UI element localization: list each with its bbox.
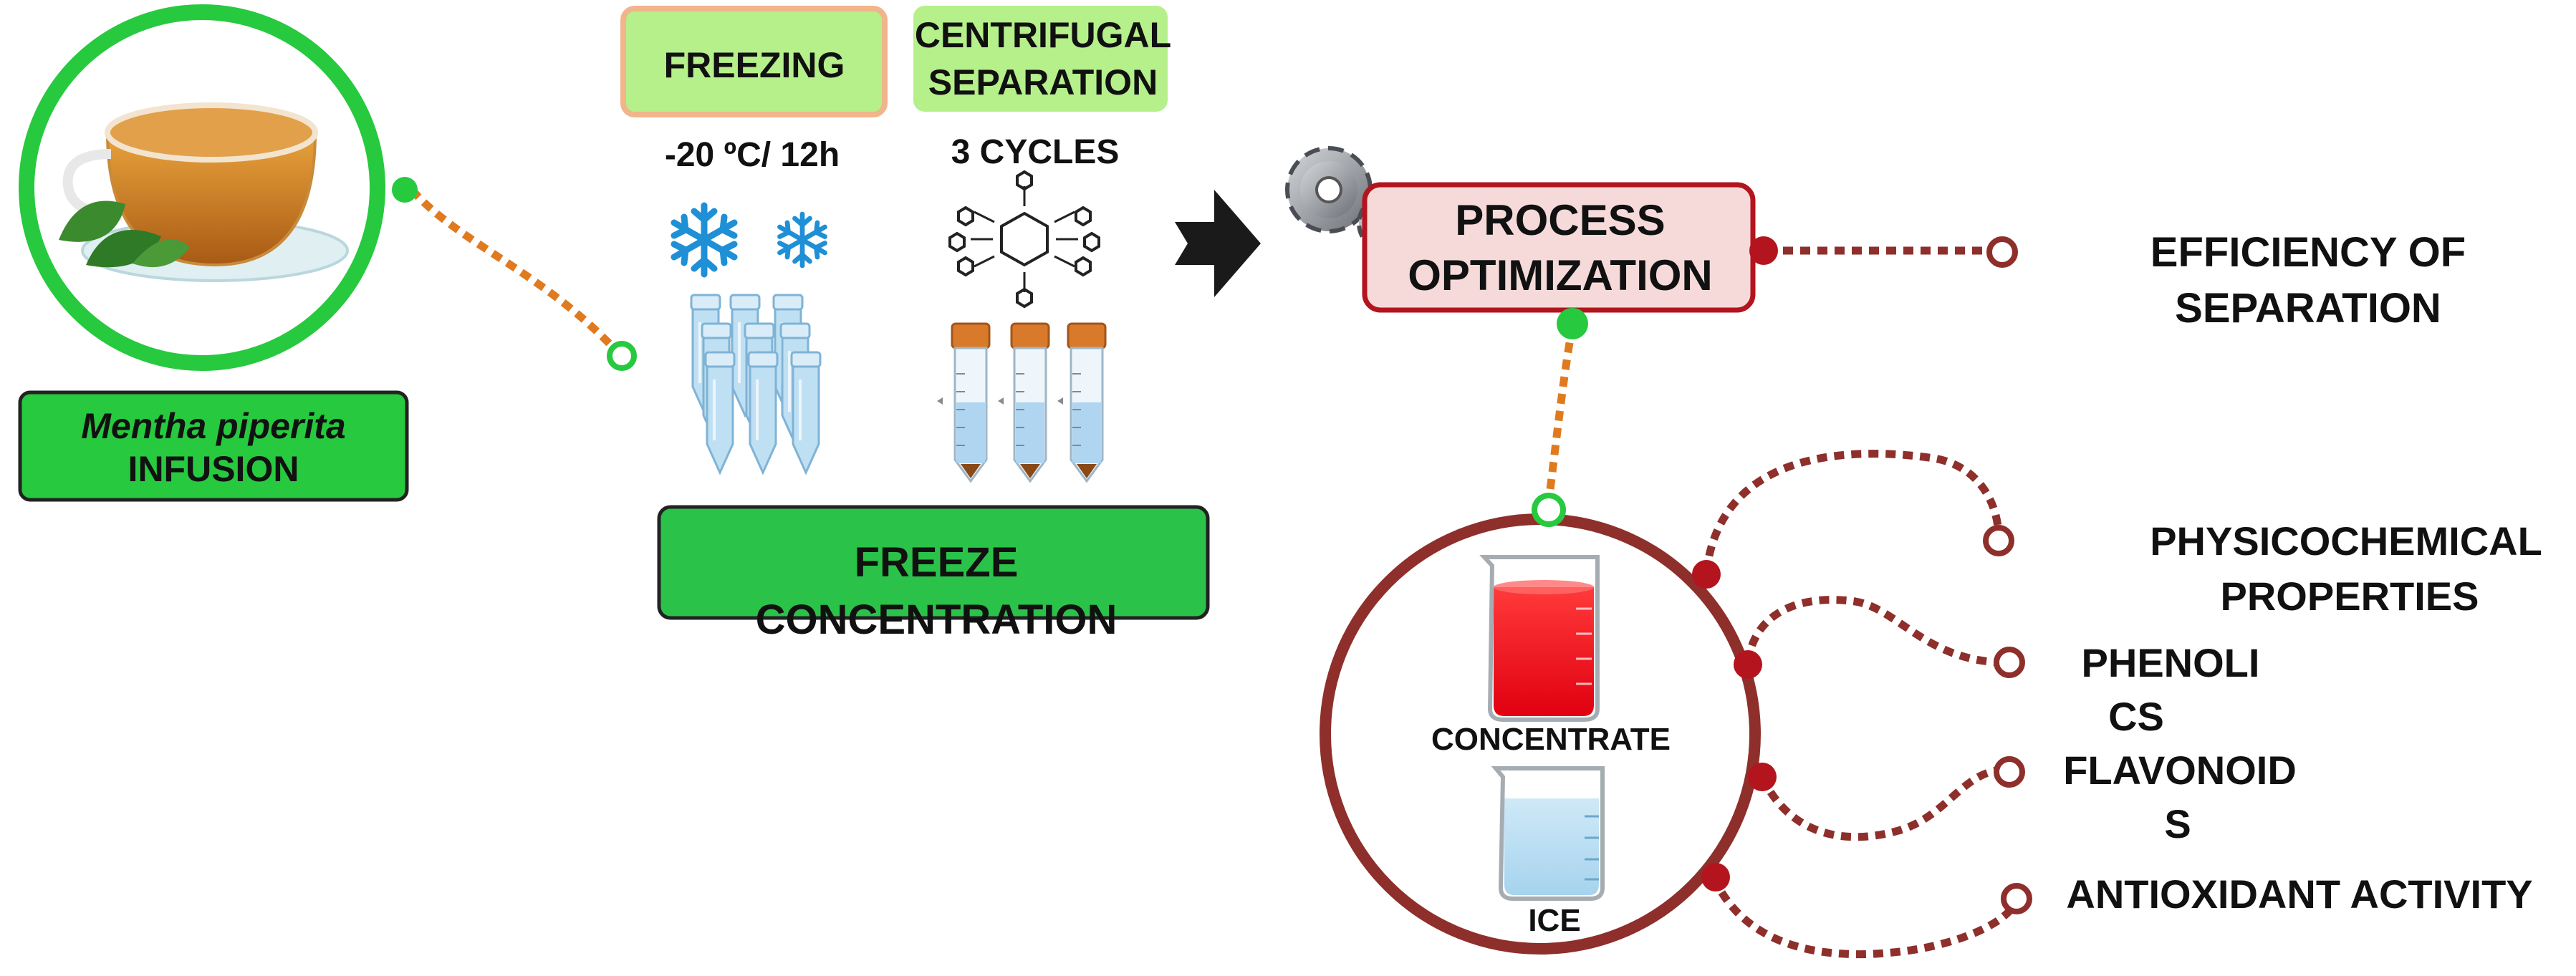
source-infusion-label: INFUSION: [128, 449, 299, 489]
ring-dot-phenolics: [1734, 650, 1762, 679]
efficiency-line2: SEPARATION: [2175, 285, 2441, 332]
centrifugal-box: [913, 6, 1168, 112]
source-species-label: Mentha piperita: [81, 406, 345, 446]
connector-phenolics: [1744, 596, 2007, 667]
flavonoids-line1: FLAVONOID: [2063, 748, 2297, 793]
optimization-line1: PROCESS: [1455, 196, 1665, 244]
connector-antioxidant: [1709, 875, 2021, 959]
connector-optimization-to-products: [1543, 325, 1577, 513]
ring-dot-antioxidant: [1701, 863, 1730, 892]
products-top-dot: [1532, 493, 1566, 527]
optimization-line2: OPTIMIZATION: [1408, 251, 1713, 299]
centrifuge-tube-icon: [937, 322, 1107, 483]
tea-cup-icon: [59, 102, 349, 282]
centrifugal-label-line2: SEPARATION: [928, 62, 1158, 102]
process-name-line1: FREEZE: [855, 539, 1019, 586]
end-ring-antioxidant: [2001, 883, 2032, 914]
centrifugal-condition: 3 CYCLES: [951, 133, 1120, 171]
concentrate-label: CONCENTRATE: [1431, 722, 1671, 757]
flavonoids-line2: S: [2164, 801, 2191, 846]
end-ring-flavonoids: [1994, 756, 2025, 788]
process-name-line2: CONCENTRATION: [756, 596, 1118, 643]
connector-flavonoids: [1759, 765, 2007, 841]
source-label-box: [18, 390, 409, 502]
ring-dot-physico: [1692, 560, 1721, 589]
centrifuge-icon: [948, 170, 1100, 309]
snowflake-icon: [674, 206, 734, 274]
optimization-bottom-dot: [1557, 308, 1588, 339]
snowflake-icon: [780, 214, 825, 266]
beaker-blue-icon: [1491, 766, 1605, 901]
beaker-red-icon: [1479, 555, 1600, 722]
arrow-right-icon: [1175, 190, 1261, 297]
efficiency-line1: EFFICIENCY OF: [2150, 229, 2466, 276]
freezing-label: FREEZING: [664, 45, 845, 85]
connector-source-to-process: [408, 187, 623, 357]
source-node-dot: [392, 177, 418, 203]
physico-line1: PHYSICOCHEMICAL: [2150, 518, 2542, 564]
end-ring-phenolics: [1994, 647, 2025, 678]
optimization-out-dot: [1749, 236, 1778, 265]
centrifugal-label-line1: CENTRIFUGAL: [915, 15, 1171, 55]
ring-dot-flavonoids: [1748, 763, 1777, 791]
end-ring-source: [607, 341, 637, 371]
freezing-condition: -20 ºC/ 12h: [665, 136, 840, 174]
connector-physico: [1702, 450, 2003, 574]
freezing-box: [620, 6, 888, 117]
physico-line2: PROPERTIES: [2221, 574, 2479, 619]
phenolics-line1: PHENOLI: [2082, 640, 2260, 685]
end-ring-efficiency: [1986, 236, 2018, 268]
antioxidant-label: ANTIOXIDANT ACTIVITY: [2066, 871, 2532, 917]
tube-rack-icon: [690, 294, 822, 474]
phenolics-line2: CS: [2108, 694, 2164, 739]
ice-label: ICE: [1528, 903, 1580, 938]
end-ring-physico: [1983, 525, 2014, 556]
freeze-concentration-box: [657, 505, 1210, 620]
